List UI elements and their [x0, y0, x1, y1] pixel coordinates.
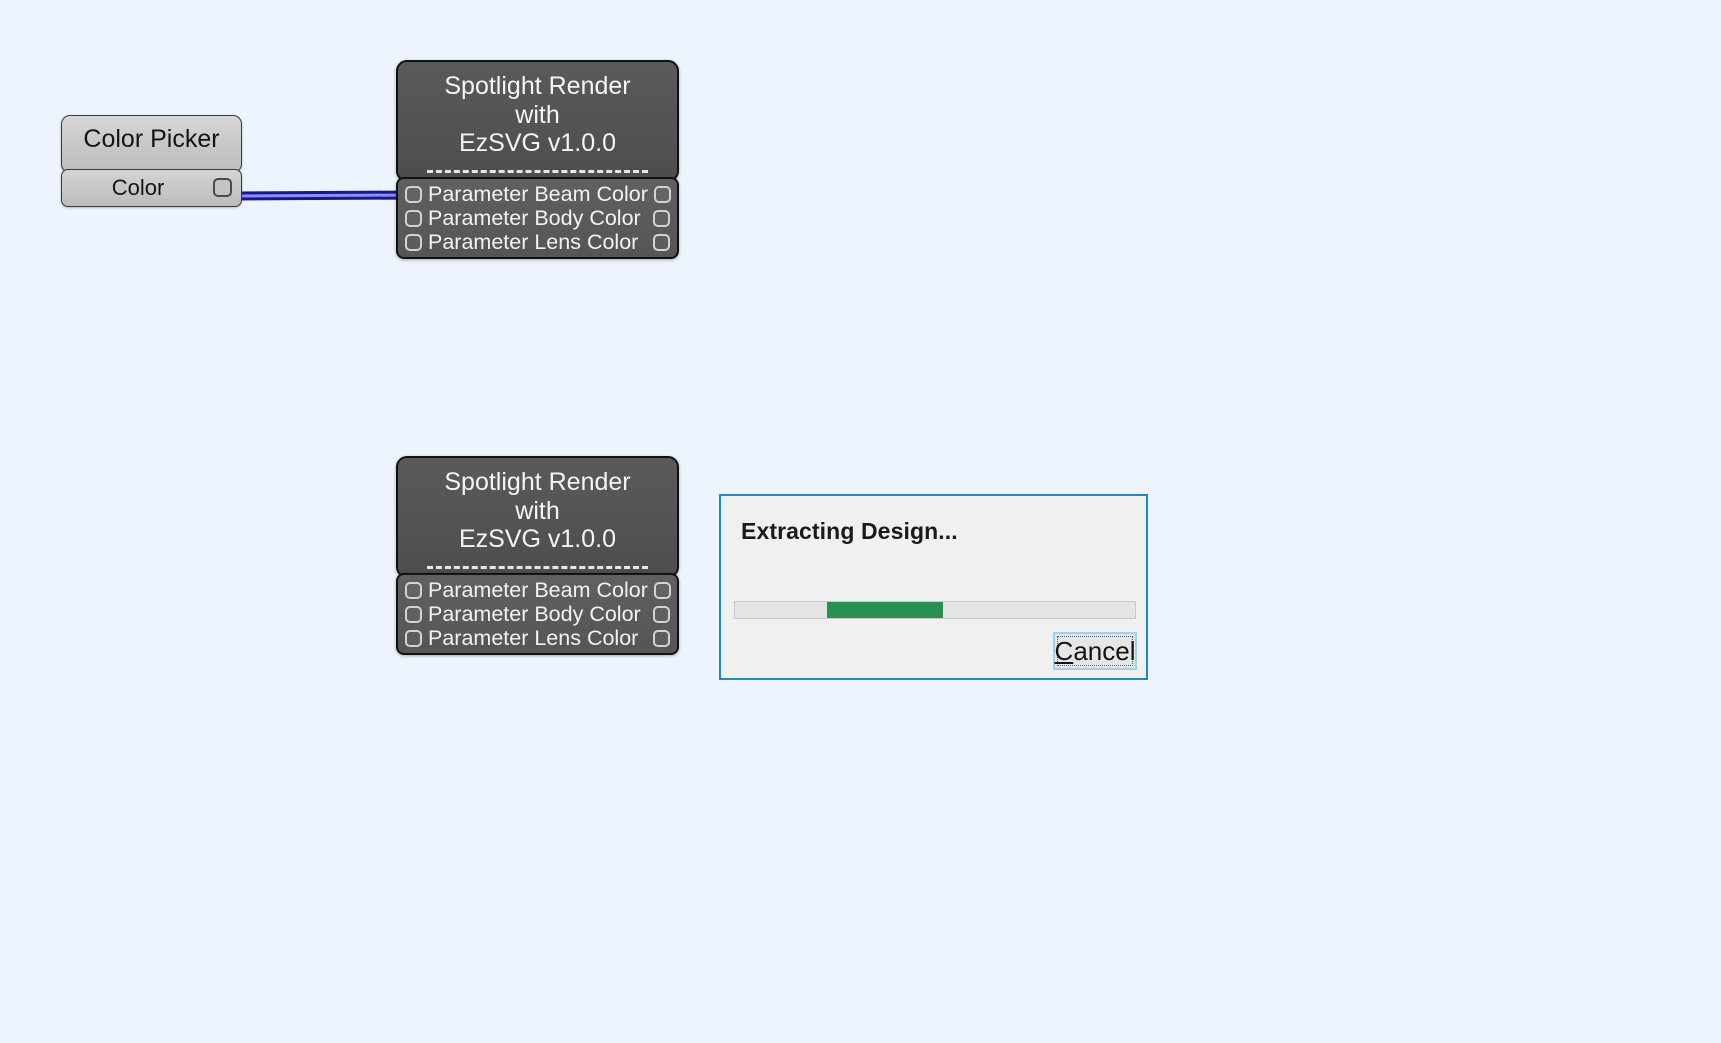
node-port-row-body-color[interactable]: Parameter Body Color: [398, 602, 677, 626]
wire-color-to-beam: [238, 190, 415, 201]
node-title-line: with: [515, 100, 560, 129]
node-color-picker[interactable]: Color Picker Color: [61, 115, 242, 207]
input-port-beam-color[interactable]: [405, 581, 422, 599]
cancel-button-label: Cancel: [1054, 635, 1136, 666]
input-port-beam-color[interactable]: [405, 185, 422, 203]
node-title-line: Spotlight Render: [444, 72, 631, 100]
output-port-lens-color[interactable]: [653, 233, 670, 251]
port-label-lens-color: Parameter Lens Color: [428, 229, 639, 254]
output-port-beam-color[interactable]: [653, 581, 671, 599]
node-spotlight-render-top[interactable]: Spotlight Render with EzSVG v1.0.0 Param…: [396, 60, 679, 259]
node-spotlight-bottom-header[interactable]: Spotlight Render with EzSVG v1.0.0: [396, 456, 679, 578]
wire-core: [238, 193, 415, 198]
header-divider: [427, 565, 648, 569]
node-spotlight-top-body: Parameter Beam Color Parameter Body Colo…: [396, 177, 679, 259]
port-label-beam-color: Parameter Beam Color: [428, 181, 648, 206]
node-port-row-beam-color[interactable]: Parameter Beam Color: [398, 182, 677, 206]
node-spotlight-render-bottom[interactable]: Spotlight Render with EzSVG v1.0.0 Param…: [396, 456, 679, 655]
dialog-title: Extracting Design...: [741, 518, 958, 544]
node-port-row-beam-color[interactable]: Parameter Beam Color: [398, 578, 677, 602]
port-label-color: Color: [111, 174, 165, 200]
node-color-picker-body: Color: [61, 169, 242, 207]
output-port-beam-color[interactable]: [653, 185, 671, 203]
node-title-line: EzSVG v1.0.0: [458, 525, 617, 553]
port-label-body-color: Parameter Body Color: [428, 601, 641, 626]
focus-ring: [1057, 636, 1133, 666]
port-label-beam-color: Parameter Beam Color: [428, 577, 648, 602]
node-title-line: EzSVG v1.0.0: [458, 129, 617, 157]
input-port-lens-color[interactable]: [405, 233, 422, 251]
output-port-body-color[interactable]: [653, 605, 670, 623]
node-port-row-body-color[interactable]: Parameter Body Color: [398, 206, 677, 230]
output-port-lens-color[interactable]: [653, 629, 670, 647]
node-title-line: Color: [83, 125, 144, 153]
node-port-row-lens-color[interactable]: Parameter Lens Color: [398, 626, 677, 650]
node-title-line: Picker: [150, 125, 220, 153]
progress-bar-fill: [827, 602, 943, 618]
cancel-button[interactable]: Cancel: [1053, 632, 1137, 670]
node-title-line: with: [515, 496, 560, 525]
node-spotlight-bottom-body: Parameter Beam Color Parameter Body Colo…: [396, 573, 679, 655]
port-label-body-color: Parameter Body Color: [428, 205, 641, 230]
node-spotlight-top-header[interactable]: Spotlight Render with EzSVG v1.0.0: [396, 60, 679, 182]
progress-bar: [734, 601, 1136, 619]
node-color-picker-header[interactable]: Color Picker: [61, 115, 242, 173]
input-port-body-color[interactable]: [405, 605, 422, 623]
header-divider: [427, 169, 648, 173]
input-port-lens-color[interactable]: [405, 629, 422, 647]
extracting-design-dialog[interactable]: Extracting Design... Cancel: [719, 494, 1148, 680]
node-title-line: Spotlight Render: [444, 468, 631, 496]
input-port-body-color[interactable]: [405, 209, 422, 227]
output-port-color[interactable]: [213, 178, 232, 197]
port-label-lens-color: Parameter Lens Color: [428, 625, 639, 650]
output-port-body-color[interactable]: [653, 209, 670, 227]
node-port-row-lens-color[interactable]: Parameter Lens Color: [398, 230, 677, 254]
wire-outline: [238, 190, 415, 201]
node-port-row-color[interactable]: Color: [62, 170, 241, 205]
